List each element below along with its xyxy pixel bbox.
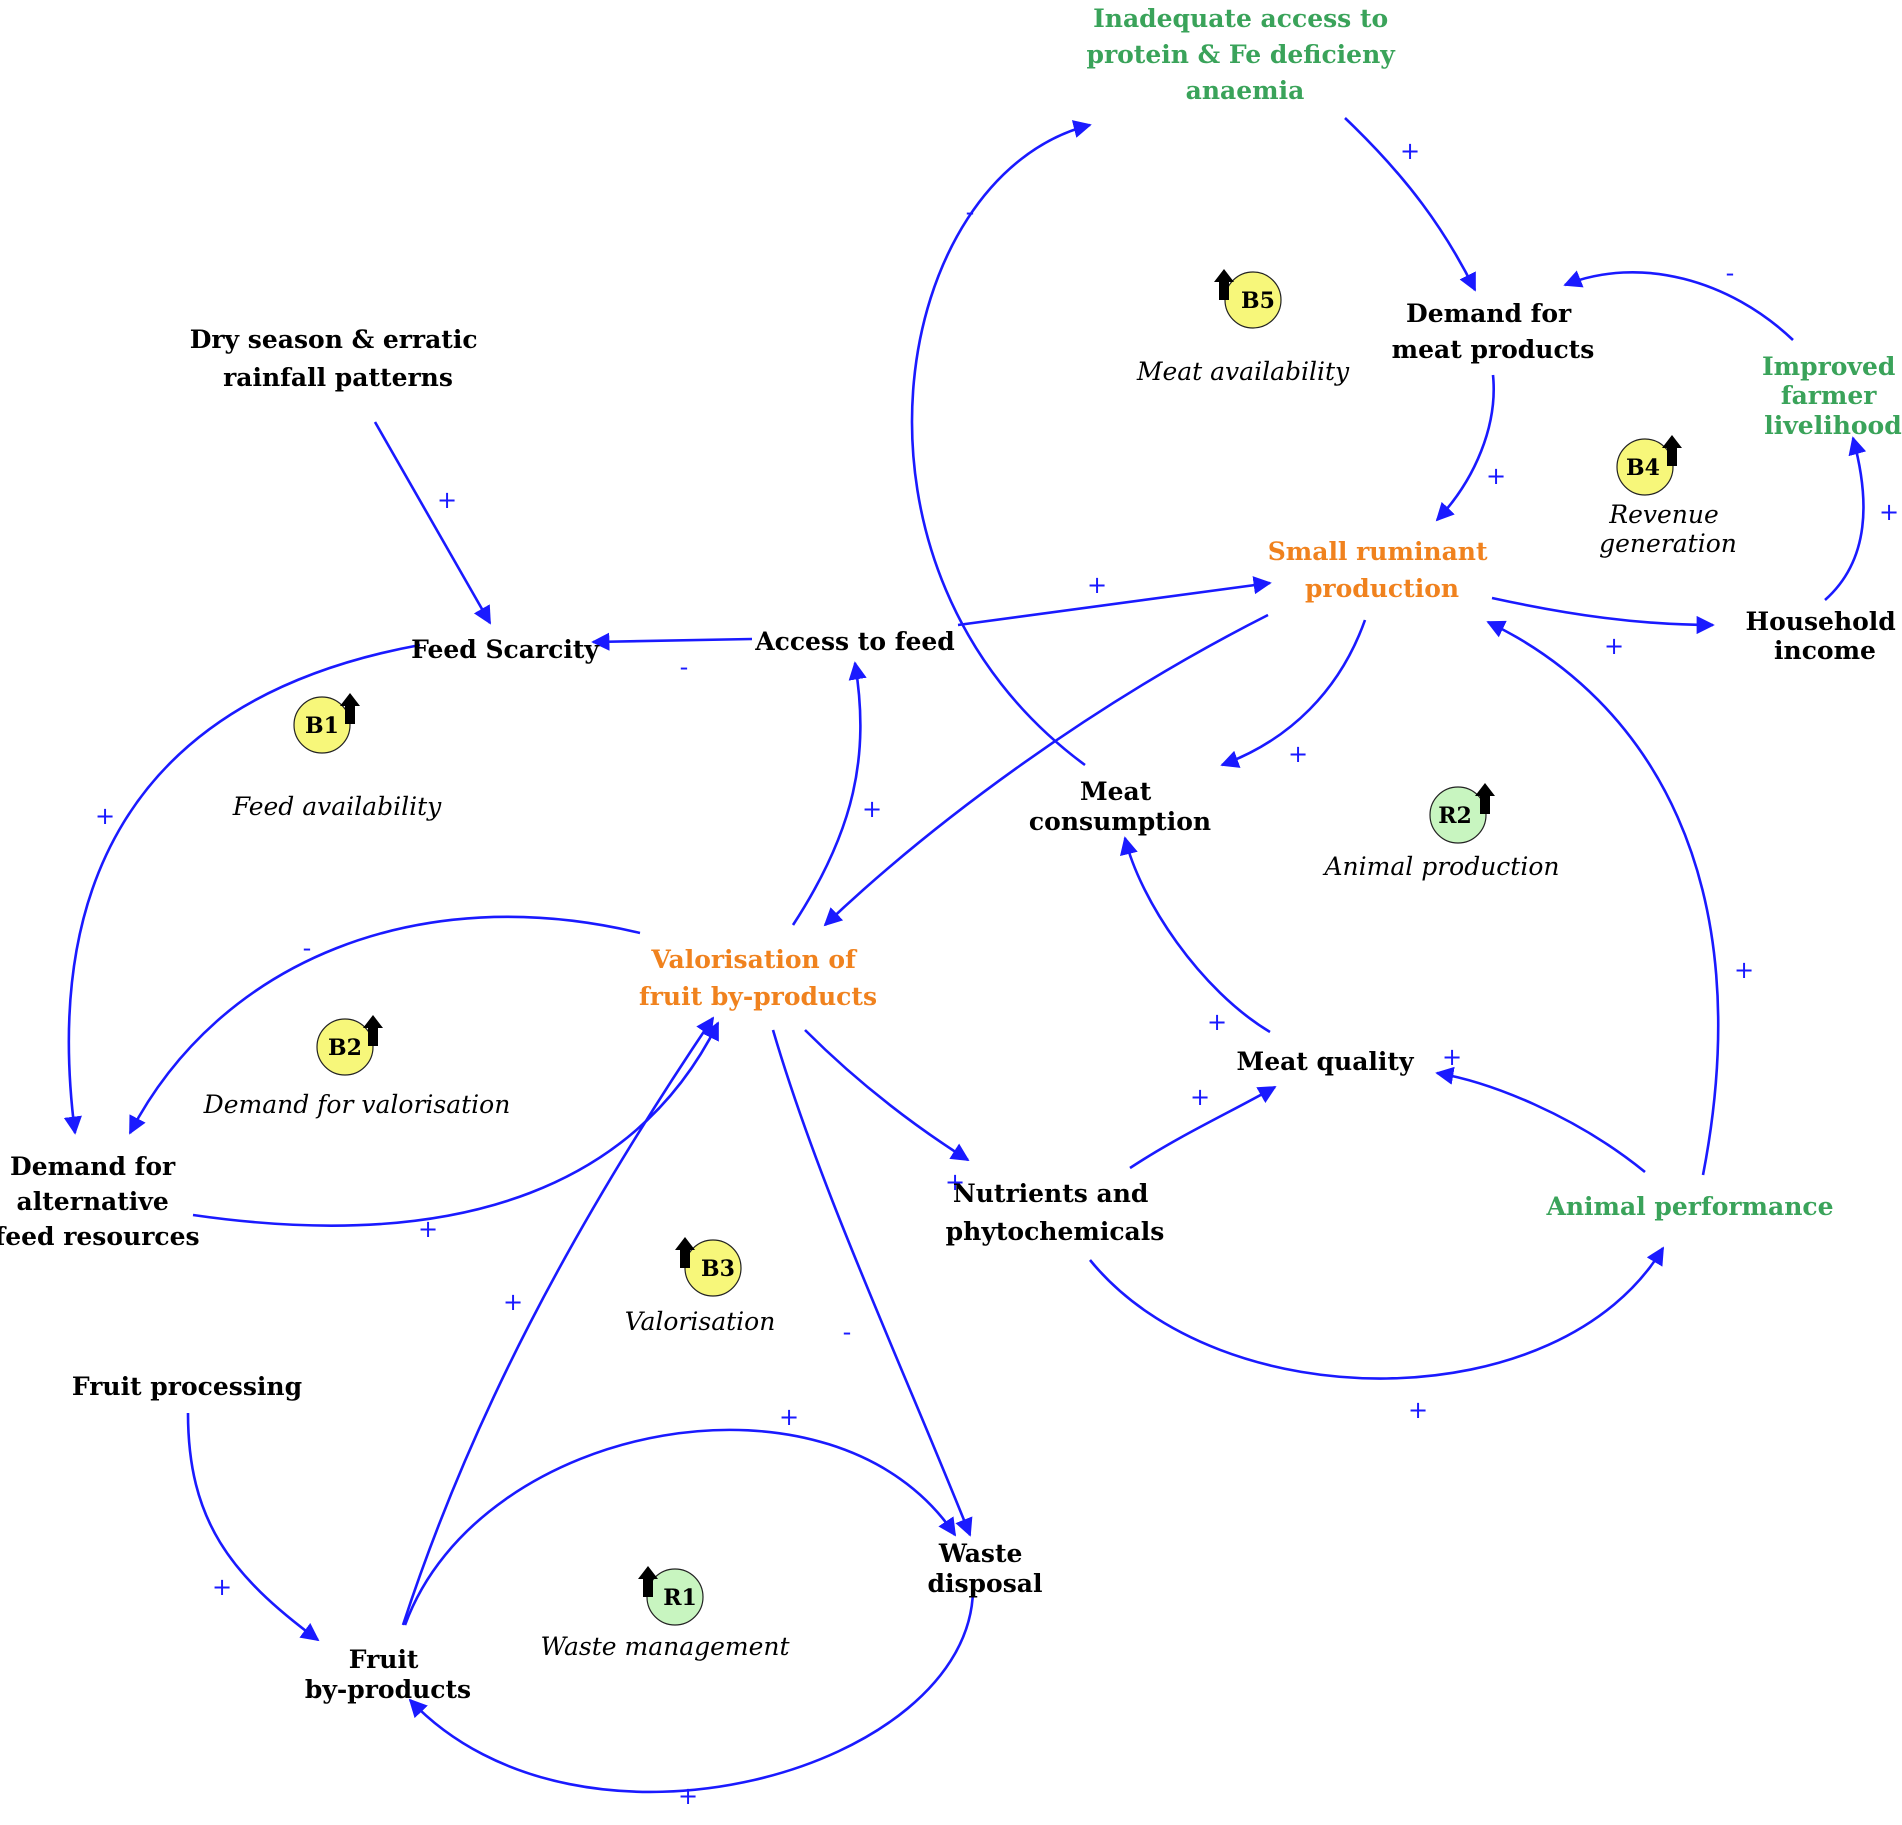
node-household-income: Household income	[1746, 607, 1902, 665]
loop-name-b1: Feed availability	[232, 792, 442, 821]
sign-consumption-inadequate: -	[966, 198, 975, 226]
sign-valorisation-nutrients: +	[945, 1168, 965, 1196]
edge-feed-scarcity-to-demand-alt	[63, 643, 421, 1135]
loop-name-b2: Demand for valorisation	[203, 1090, 511, 1119]
sign-processing-byproducts: +	[212, 1573, 232, 1601]
node-dry-season: Dry season & erratic rainfall patterns	[190, 325, 487, 392]
node-access-to-feed: Access to feed	[754, 627, 955, 656]
svg-text:B4: B4	[1626, 455, 1660, 481]
node-waste-disposal: Waste disposal	[928, 1539, 1043, 1598]
node-feed-scarcity: Feed Scarcity	[411, 635, 600, 664]
node-meat-consumption: Meat consumption	[1029, 777, 1211, 836]
sign-smallruminant-consumption: +	[1288, 740, 1308, 768]
edge-valorisation-to-access-feed	[791, 661, 867, 926]
edge-fruit-byproducts-to-waste	[403, 1428, 957, 1626]
svg-text:R1: R1	[663, 1585, 697, 1611]
loop-name-r1: Waste management	[540, 1632, 790, 1661]
sign-waste-byproducts: +	[678, 1782, 698, 1810]
node-demand-alt-feed: Demand for alternative feed resources	[0, 1152, 200, 1251]
edge-small-ruminant-to-meat-consumption	[1220, 619, 1367, 768]
edge-small-ruminant-to-income	[1491, 596, 1715, 635]
node-fruit-processing: Fruit processing	[72, 1372, 302, 1401]
edge-demand-meat-to-small-ruminant	[1435, 374, 1495, 522]
loop-name-b4: Revenue generation	[1599, 500, 1737, 558]
sign-demandalt-valorisation: +	[418, 1215, 438, 1243]
sign-perf-smallruminant: +	[1734, 956, 1754, 984]
sign-scarcity-demandalt: +	[95, 802, 115, 830]
svg-text:B5: B5	[1241, 288, 1275, 314]
loop-name-b5: Meat availability	[1136, 357, 1350, 386]
edge-nutrients-to-meat-quality	[1129, 1085, 1277, 1170]
sign-nutrients-perf: +	[1408, 1396, 1428, 1424]
sign-byproducts-valorisation: +	[503, 1288, 523, 1316]
loop-badge-r1: R1	[638, 1566, 704, 1626]
edge-income-to-livelihood	[1824, 436, 1867, 601]
sign-smallruminant-income: +	[1604, 632, 1624, 660]
sign-perf-quality: +	[1442, 1043, 1462, 1071]
edge-fruit-byproducts-to-valorisation	[401, 1016, 715, 1626]
edge-dry-season-to-feed-scarcity	[373, 421, 492, 625]
edge-livelihood-to-demand-meat	[1563, 270, 1794, 341]
loop-name-r2: Animal production	[1322, 852, 1559, 881]
node-fruit-byproducts: Fruit by-products	[305, 1645, 471, 1704]
sign-dry-scarcity: +	[437, 486, 457, 514]
node-animal-performance: Animal performance	[1545, 1192, 1833, 1221]
sign-quality-consumption: +	[1207, 1008, 1227, 1036]
loop-badge-b5: B5	[1214, 269, 1282, 329]
node-demand-meat-products: Demand for meat products	[1392, 299, 1595, 364]
edge-meat-consumption-to-inadequate	[910, 120, 1092, 767]
edge-valorisation-to-nutrients	[804, 1029, 970, 1162]
sign-income-livelihood: +	[1879, 498, 1899, 526]
loop-badge-b2: B2	[316, 1015, 383, 1076]
svg-text:B2: B2	[328, 1035, 362, 1061]
nodes: Inadequate access to protein & Fe defici…	[0, 4, 1902, 1704]
edge-valorisation-to-demand-alt	[128, 915, 641, 1135]
sign-livelihood-demand: -	[1726, 259, 1735, 287]
node-meat-quality: Meat quality	[1237, 1047, 1415, 1076]
edge-animal-perf-to-meat-quality	[1435, 1066, 1646, 1174]
edge-valorisation-to-waste	[771, 1029, 973, 1537]
sign-valorisation-demandalt: -	[303, 934, 312, 962]
sign-demand-smallruminant: +	[1486, 462, 1506, 490]
node-inadequate-access: Inadequate access to protein & Fe defici…	[1086, 4, 1403, 105]
node-valorisation: Valorisation of fruit by-products	[639, 945, 877, 1011]
edge-fruit-processing-to-fruit-byproducts	[186, 1412, 320, 1642]
edge-animal-perf-to-small-ruminant	[1486, 620, 1720, 1176]
node-small-ruminant-production: Small ruminant production	[1268, 537, 1497, 603]
sign-access-smallruminant: +	[1087, 571, 1107, 599]
loop-badge-b1: B1	[293, 693, 360, 754]
sign-inadequate-demand: +	[1400, 137, 1420, 165]
edges	[63, 117, 1867, 1794]
edge-meat-quality-to-meat-consumption	[1120, 836, 1271, 1034]
loop-badges: B1 Feed availability B2 Demand for valor…	[203, 269, 1737, 1661]
sign-valorisation-waste: -	[843, 1318, 852, 1346]
edge-inadequate-to-demand-meat	[1344, 117, 1477, 292]
sign-valorisation-access: +	[862, 795, 882, 823]
edge-waste-to-fruit-byproducts	[408, 1589, 975, 1794]
node-nutrients: Nutrients and phytochemicals	[946, 1179, 1165, 1246]
edge-demand-alt-to-valorisation	[192, 1021, 720, 1227]
edge-access-feed-to-small-ruminant	[957, 576, 1272, 627]
svg-text:B3: B3	[701, 1256, 735, 1282]
edge-small-ruminant-to-valorisation	[823, 613, 1269, 927]
edge-nutrients-to-animal-perf	[1088, 1246, 1665, 1380]
sign-nutrients-quality: +	[1190, 1083, 1210, 1111]
loop-badge-b4: B4	[1616, 435, 1682, 496]
loop-badge-r2: R2	[1429, 783, 1495, 844]
polarity-signs: + - + + + - + - + + + + - + + + + + + + …	[95, 137, 1899, 1810]
sign-access-scarcity: -	[680, 653, 689, 681]
loop-badge-b3: B3	[675, 1237, 742, 1297]
node-improved-livelihood: Improved farmer livelihood	[1762, 352, 1902, 440]
loop-name-b3: Valorisation	[625, 1307, 776, 1336]
sign-byproducts-waste: +	[779, 1403, 799, 1431]
svg-text:B1: B1	[305, 713, 339, 739]
edge-access-feed-to-feed-scarcity	[591, 632, 753, 651]
svg-text:R2: R2	[1438, 803, 1472, 829]
